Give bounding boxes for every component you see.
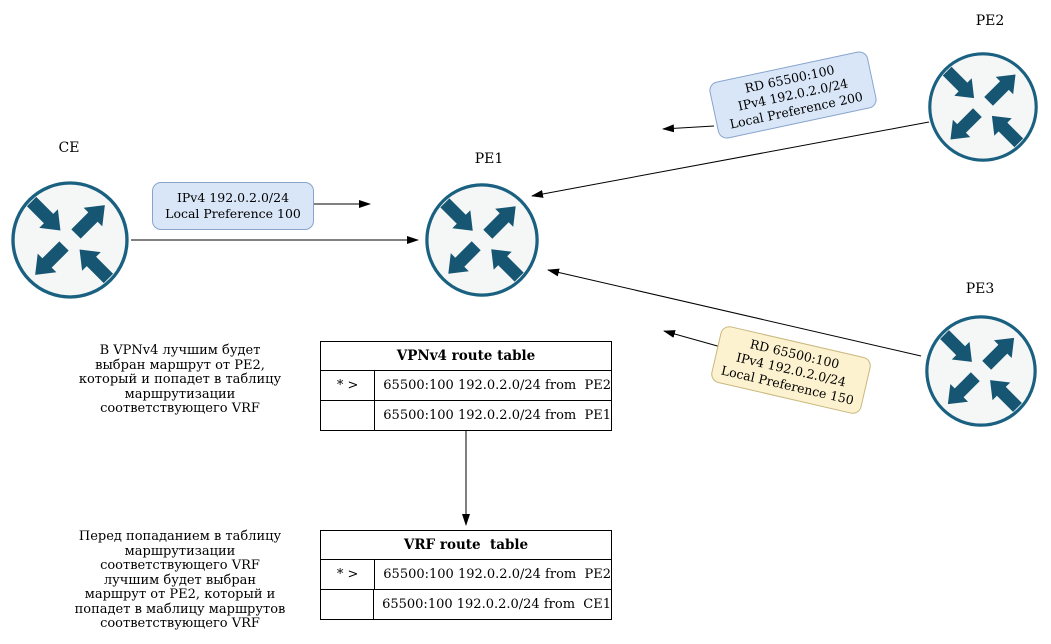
table-row: * > 65500:100 192.0.2.0/24 from PE2: [321, 560, 611, 589]
vpnv4-route-table-title: VPNv4 route table: [321, 342, 611, 371]
router-pe2-label: PE2: [975, 13, 1005, 29]
vpnv4-note: В VPNv4 лучшим будет выбран маршрут от P…: [78, 343, 282, 416]
best-route-flag: [321, 590, 375, 619]
link-pe3-pe1: [547, 268, 922, 357]
router-pe1-label: PE1: [474, 151, 504, 167]
router-icon: [928, 52, 1038, 162]
router-pe3-label: PE3: [965, 281, 995, 297]
route-entry: 65500:100 192.0.2.0/24 from PE1: [383, 408, 611, 423]
route-entry: 65500:100 192.0.2.0/24 from PE2: [383, 378, 611, 393]
vrf-route-table-title: VRF route table: [321, 531, 611, 560]
table-row: 65500:100 192.0.2.0/24 from PE1: [321, 400, 611, 430]
best-route-flag: * >: [321, 371, 376, 400]
table-row: 65500:100 192.0.2.0/24 from CE1: [321, 589, 611, 619]
table-row: * > 65500:100 192.0.2.0/24 from PE2: [321, 371, 611, 400]
router-ce-label: CE: [58, 140, 80, 156]
router-icon: [925, 315, 1037, 427]
best-route-flag: [321, 401, 376, 430]
route-advert-ce[interactable]: IPv4 192.0.2.0/24 Local Preference 100: [152, 182, 314, 230]
router-pe3[interactable]: [924, 314, 1038, 428]
vpnv4-route-table: VPNv4 route table * > 65500:100 192.0.2.…: [320, 341, 612, 431]
vrf-note: Перед попаданием в таблицу маршрутизации…: [74, 529, 286, 631]
route-entry: 65500:100 192.0.2.0/24 from PE2: [383, 567, 611, 582]
link-pe2-pe1: [531, 121, 930, 198]
route-entry: 65500:100 192.0.2.0/24 from CE1: [382, 597, 611, 612]
router-ce[interactable]: [10, 180, 130, 300]
router-icon: [11, 181, 129, 299]
best-route-flag: * >: [321, 560, 376, 589]
vrf-route-table: VRF route table * > 65500:100 192.0.2.0/…: [320, 530, 612, 620]
router-pe1[interactable]: [424, 182, 540, 298]
router-pe2[interactable]: [927, 51, 1039, 163]
router-icon: [425, 183, 539, 297]
advert-arrow-pe3: [663, 330, 722, 348]
advert-arrow-pe2: [662, 124, 715, 133]
